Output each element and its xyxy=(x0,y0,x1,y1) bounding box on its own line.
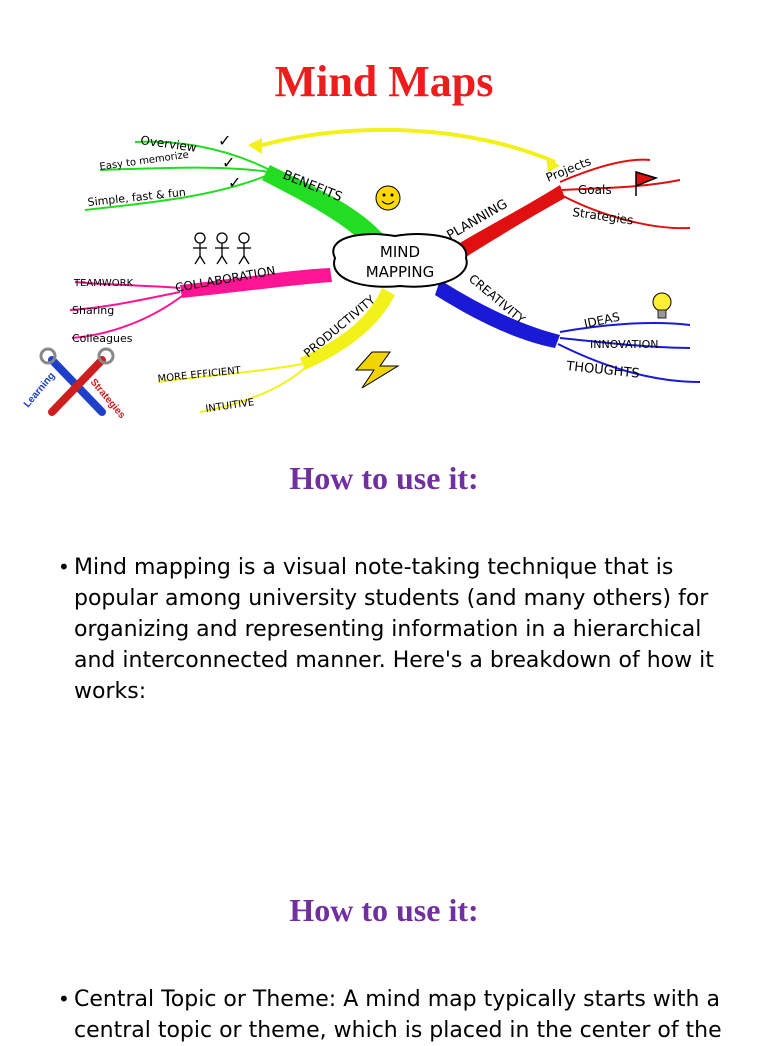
bullet-text-1: Mind mapping is a visual note-taking tec… xyxy=(74,555,714,704)
check-icon: ✓ xyxy=(218,133,231,150)
collaboration-item-2: Colleagues xyxy=(72,332,133,345)
lightbulb-icon xyxy=(652,292,672,312)
bullet-text-2: Central Topic or Theme: A mind map typic… xyxy=(74,987,722,1043)
bullet-icon: • xyxy=(58,555,70,579)
bullet-icon: • xyxy=(58,987,70,1011)
benefits-item-2: Simple, fast & fun xyxy=(87,186,186,209)
section-heading-1: How to use it: xyxy=(289,460,479,496)
section-heading-2: How to use it: xyxy=(289,892,479,928)
creativity-branch xyxy=(435,280,560,348)
check-icon: ✓ xyxy=(228,175,241,192)
collaboration-item-0: TEAMWORK xyxy=(73,278,134,289)
planning-branch xyxy=(440,185,565,270)
connector-arc xyxy=(254,127,556,164)
smiley-icon xyxy=(375,185,401,211)
bullet-item-1: • Mind mapping is a visual note-taking t… xyxy=(58,552,734,707)
arrow-head-right xyxy=(546,156,560,172)
people-icon xyxy=(193,232,251,265)
slide-title: Mind Maps xyxy=(274,57,494,106)
flag-icon xyxy=(635,170,659,196)
arrow-head-left xyxy=(248,138,262,154)
check-icon: ✓ xyxy=(222,155,235,172)
learning-strategies-logo: Learning Strategies xyxy=(22,347,127,421)
productivity-branch xyxy=(300,288,395,370)
creativity-item-0: IDEAS xyxy=(583,310,621,331)
productivity-item-0: MORE EFFICIENT xyxy=(157,365,242,385)
logo-text-learning: Learning xyxy=(22,371,58,410)
creativity-item-1: INNOVATION xyxy=(590,338,659,351)
mind-map-illustration: BENEFITS Overview Easy to memorize Simpl… xyxy=(22,127,701,421)
planning-item-1: Goals xyxy=(578,183,612,197)
collaboration-item-1: Sharing xyxy=(72,304,114,317)
center-cloud xyxy=(332,233,468,288)
collaboration-branch xyxy=(180,268,332,298)
planning-item-2: Strategies xyxy=(572,205,635,227)
bullet-item-2: • Central Topic or Theme: A mind map typ… xyxy=(58,984,734,1046)
productivity-item-1: INTUITIVE xyxy=(205,397,255,415)
creativity-item-2: THOUGHTS xyxy=(565,359,641,382)
lightning-icon xyxy=(354,351,400,389)
center-label-line1: MIND xyxy=(380,243,420,261)
center-label-line2: MAPPING xyxy=(366,263,435,281)
